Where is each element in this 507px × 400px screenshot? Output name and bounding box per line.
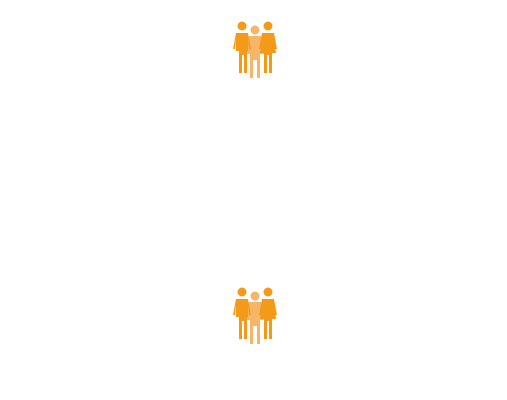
family-group-icon: [233, 287, 277, 344]
left-person-figure: [233, 287, 251, 339]
right-person-figure: [259, 21, 277, 73]
family-group-icon: [233, 21, 277, 78]
right-person-figure: [259, 287, 277, 339]
left-person-figure: [233, 21, 251, 73]
